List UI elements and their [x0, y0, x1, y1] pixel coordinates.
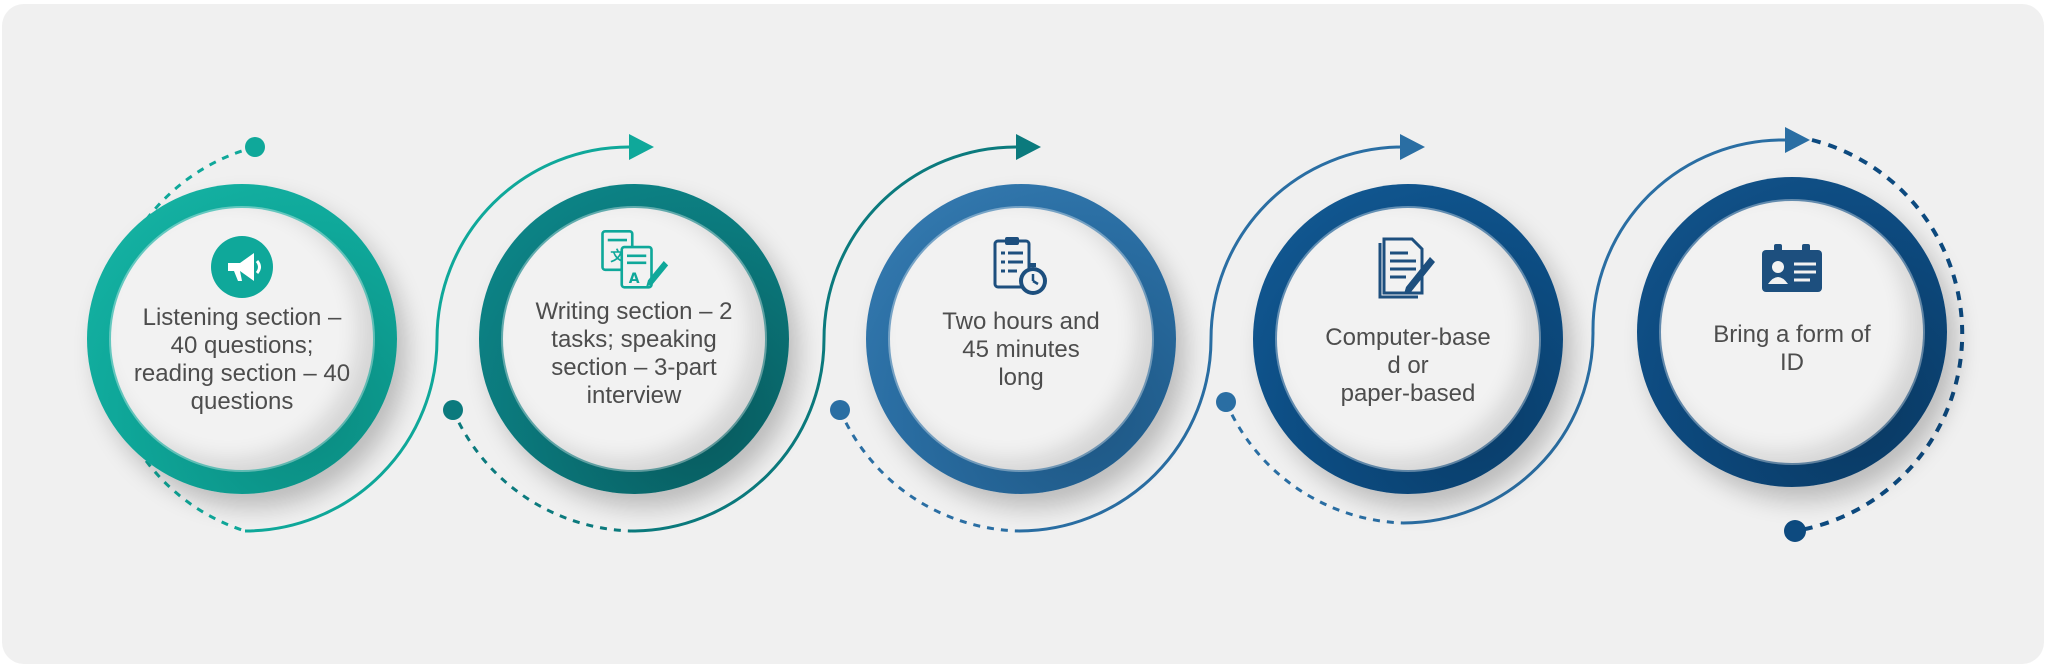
step-circle-1: Listening section – 40 questions; readin… — [87, 184, 397, 494]
arrowhead-4 — [1785, 127, 1810, 153]
megaphone-icon — [207, 232, 277, 302]
step-1-text: Listening section – 40 questions; readin… — [133, 304, 351, 415]
end-dot-5 — [1784, 520, 1806, 542]
step-circle-4: Computer-base d or paper-based — [1253, 184, 1563, 494]
solid-connector-1 — [244, 145, 630, 533]
step-4-text: Computer-base d or paper-based — [1325, 324, 1491, 407]
step-5-text: Bring a form of ID — [1713, 321, 1871, 376]
start-dot-1 — [245, 137, 265, 157]
clipboard-stopwatch-icon — [986, 232, 1056, 302]
step-3-text: Two hours and 45 minutes long — [942, 308, 1100, 391]
dashed-connector-3 — [838, 409, 1020, 533]
arrowhead-1 — [629, 134, 654, 160]
step-circle-2: 文 A Writing section – 2 tasks; speaking … — [479, 184, 789, 494]
translation-documents-icon: 文 A — [599, 226, 669, 296]
svg-text:A: A — [629, 271, 640, 287]
solid-connector-2 — [631, 145, 1017, 533]
dashed-connector-2 — [451, 409, 633, 533]
dashed-connector-4 — [1224, 401, 1404, 525]
arrowhead-2 — [1016, 134, 1041, 160]
dashed-connector-5 — [1794, 138, 1965, 533]
document-pen-icon — [1373, 232, 1443, 302]
step-circle-5: Bring a form of ID — [1637, 177, 1947, 487]
step-2-text: Writing section – 2 tasks; speaking sect… — [535, 298, 733, 409]
solid-connector-4 — [1402, 138, 1786, 525]
solid-connector-3 — [1018, 145, 1401, 533]
step-circle-3: Two hours and 45 minutes long — [866, 184, 1176, 494]
id-card-icon — [1757, 233, 1827, 303]
arrowhead-3 — [1400, 134, 1425, 160]
